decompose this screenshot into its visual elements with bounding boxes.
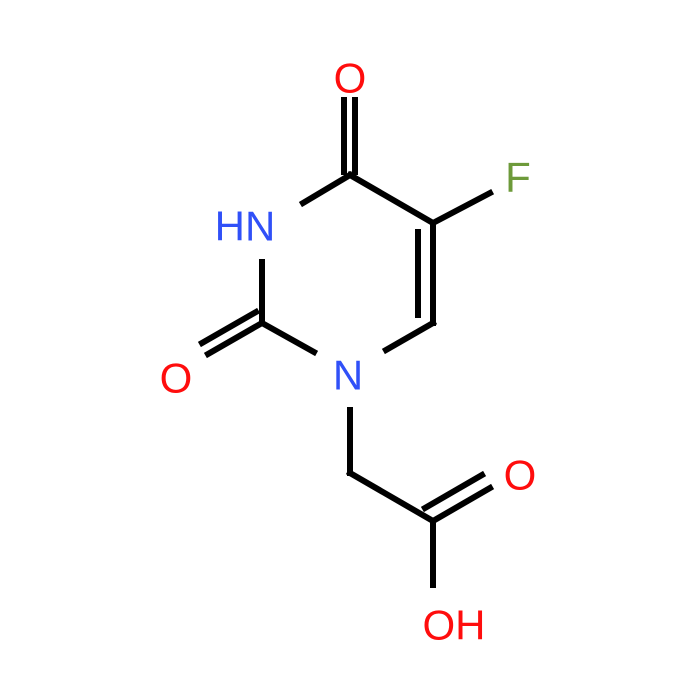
bond-c4-c5 — [345, 170, 438, 228]
atom-oh: OH — [423, 602, 486, 649]
bond-cacid-o-a — [428, 483, 495, 526]
atom-labels: O F HN O N O OH — [160, 55, 537, 649]
bond-c2-o-left-b — [197, 307, 261, 348]
bond-c5-f — [428, 188, 495, 228]
atom-hn: HN — [215, 203, 276, 250]
atom-o-top: O — [334, 55, 367, 102]
atom-o-acid: O — [504, 452, 537, 499]
atom-n: N — [333, 352, 363, 399]
atom-f: F — [505, 154, 531, 201]
atom-o-left: O — [160, 355, 193, 402]
bond-c2-n1 — [257, 318, 319, 357]
bonds — [197, 97, 495, 588]
bond-c6-n1 — [381, 318, 438, 355]
bond-ch2-cacid — [345, 468, 438, 526]
bond-cacid-o-b — [420, 470, 487, 513]
bond-c2-o-left-a — [203, 318, 267, 359]
bond-c4-n3 — [298, 170, 355, 208]
